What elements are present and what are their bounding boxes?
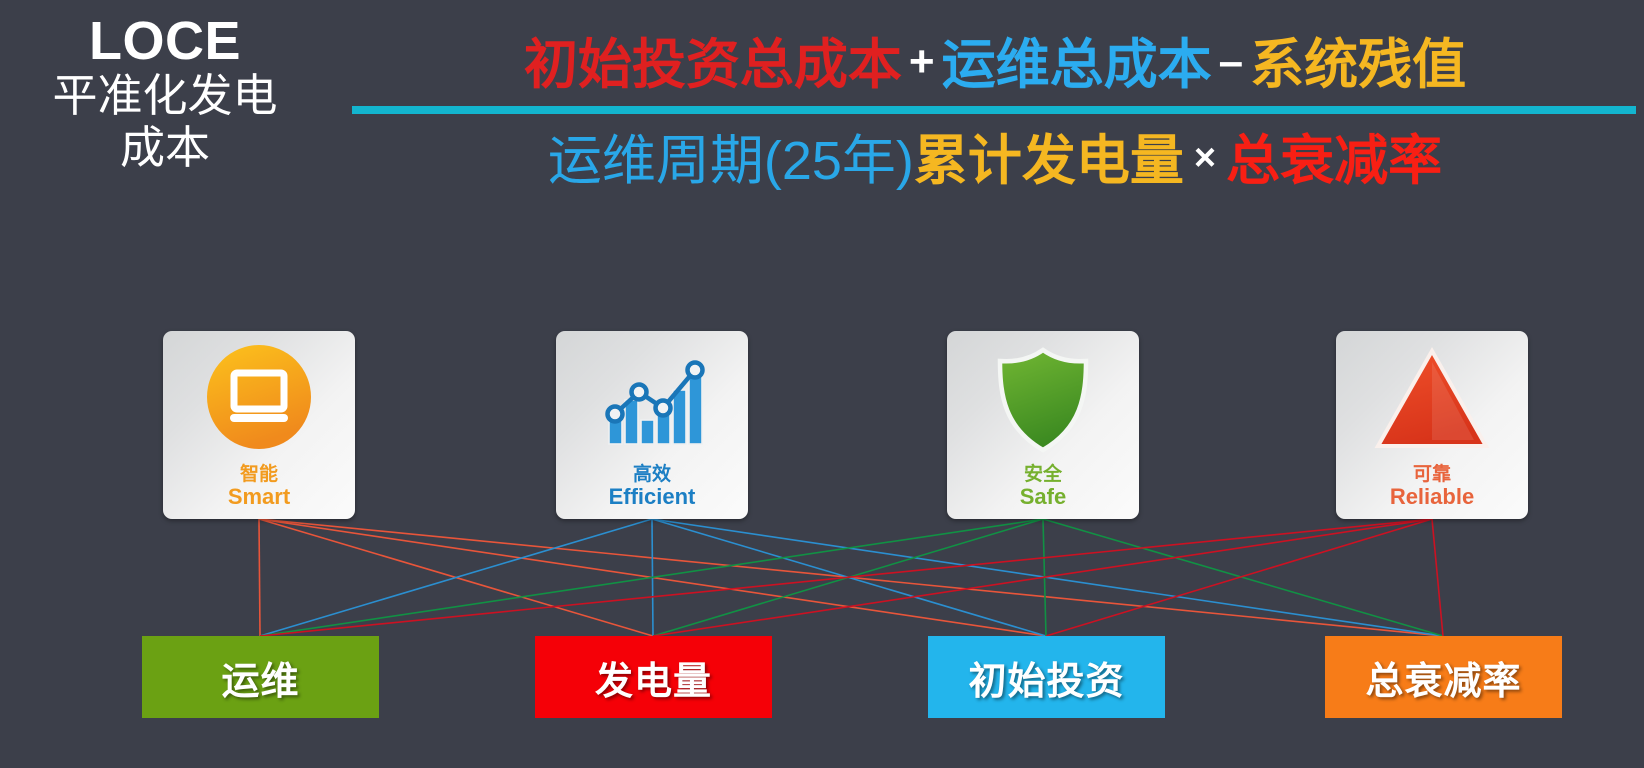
connector-efficient-to-button-3: [651, 518, 1444, 637]
numerator-term-0: 初始投资总成本: [523, 35, 902, 95]
feature-card-efficient[interactable]: 高效 Efficient: [556, 331, 748, 519]
connector-safe-to-button-1: [652, 518, 1044, 637]
factor-button-label: 运维: [221, 660, 300, 703]
factor-button-label: 总衰减率: [1365, 660, 1522, 703]
connector-reliable-to-button-0: [259, 518, 1433, 637]
card-label-group: 智能 Smart: [163, 463, 355, 510]
card-label-cn: 可靠: [1412, 463, 1451, 485]
shield-icon: [997, 347, 1089, 453]
denominator-term-3: 总衰减率: [1226, 131, 1443, 191]
factor-button-2[interactable]: 初始投资: [928, 636, 1165, 718]
title-subtitle-line2: 成本: [119, 122, 210, 174]
lcoe-title-block: LOCE 平准化发电 成本: [0, 11, 330, 174]
factor-button-label: 初始投资: [968, 660, 1125, 703]
card-icon-wrap: [1336, 341, 1528, 459]
denominator-term-0: 运维周期(25年): [547, 131, 914, 191]
factor-button-1[interactable]: 发电量: [535, 636, 772, 718]
connector-reliable-to-button-2: [1045, 518, 1433, 637]
card-label-en: Safe: [1019, 484, 1067, 510]
lcoe-formula: 初始投资总成本+运维总成本–系统残值 运维周期(25年)累计发电量×总衰减率: [352, 24, 1638, 204]
title-subtitle-line1: 平准化发电: [52, 70, 278, 122]
connector-smart-to-button-1: [258, 518, 654, 637]
formula-denominator: 运维周期(25年)累计发电量×总衰减率: [352, 118, 1638, 204]
connector-smart-to-button-3: [258, 518, 1444, 637]
connector-efficient-to-button-2: [651, 518, 1047, 637]
denominator-operator-2: ×: [1193, 137, 1217, 179]
card-label-group: 安全 Safe: [947, 463, 1139, 510]
denominator-term-1: 累计发电量: [913, 131, 1184, 191]
card-label-cn: 高效: [632, 463, 671, 485]
connector-safe-to-button-3: [1042, 518, 1444, 637]
page-title: LOCE: [88, 11, 241, 71]
bar-chart-growth-icon: [605, 360, 705, 445]
connector-efficient-to-button-0: [259, 518, 653, 637]
formula-fraction-bar: [352, 106, 1636, 114]
card-label-en: Reliable: [1389, 484, 1475, 510]
card-label-cn: 智能: [239, 463, 278, 485]
feature-card-reliable[interactable]: 可靠 Reliable: [1336, 331, 1528, 519]
triangle-icon: [1374, 346, 1490, 448]
card-label-cn: 安全: [1023, 463, 1062, 485]
connector-safe-to-button-2: [1042, 518, 1047, 637]
connector-efficient-to-button-1: [651, 518, 654, 637]
card-icon-wrap: [163, 341, 355, 459]
numerator-term-2: 运维总成本: [941, 35, 1212, 95]
card-label-en: Smart: [227, 484, 291, 510]
feature-card-safe[interactable]: 安全 Safe: [947, 331, 1139, 519]
formula-numerator: 初始投资总成本+运维总成本–系统残值: [352, 24, 1638, 106]
numerator-term-4: 系统残值: [1250, 35, 1467, 95]
factor-button-0[interactable]: 运维: [142, 636, 379, 718]
connector-reliable-to-button-3: [1431, 518, 1444, 637]
laptop-icon: [207, 345, 311, 449]
card-label-group: 可靠 Reliable: [1336, 463, 1528, 510]
connector-smart-to-button-2: [258, 518, 1047, 637]
factor-button-label: 发电量: [594, 660, 712, 703]
connector-smart-to-button-0: [258, 518, 261, 637]
numerator-operator-3: –: [1218, 37, 1244, 86]
card-icon-wrap: [556, 341, 748, 459]
card-icon-wrap: [947, 341, 1139, 459]
numerator-operator-1: +: [908, 37, 935, 86]
factor-button-3[interactable]: 总衰减率: [1325, 636, 1562, 718]
card-label-en: Efficient: [608, 484, 696, 510]
feature-card-smart[interactable]: 智能 Smart: [163, 331, 355, 519]
card-label-group: 高效 Efficient: [556, 463, 748, 510]
connector-reliable-to-button-1: [652, 518, 1433, 637]
connector-safe-to-button-0: [259, 518, 1044, 637]
